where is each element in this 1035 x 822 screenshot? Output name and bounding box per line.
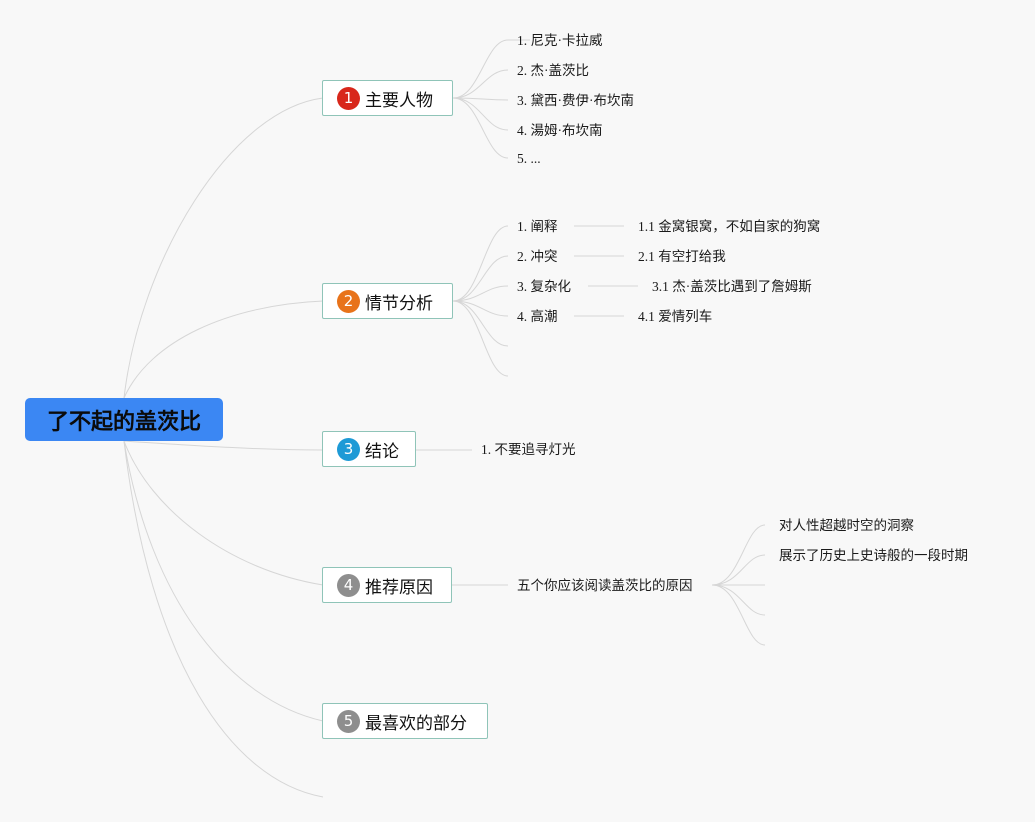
link-t2-p2 xyxy=(452,255,509,302)
plot-subitem[interactable]: 2.1 有空打给我 xyxy=(638,249,726,264)
link-root-topic-1 xyxy=(123,97,324,399)
plot-item[interactable]: 1. 阐释 xyxy=(517,219,558,234)
reason-item[interactable]: 展示了历史上史诗般的一段时期 xyxy=(779,548,968,564)
plot-subitem[interactable]: 4.1 爱情列车 xyxy=(638,309,713,324)
topic-label: 推荐原因 xyxy=(365,577,433,598)
plot-item[interactable]: 2. 冲突 xyxy=(517,249,558,264)
link-root-topic-6 xyxy=(123,440,324,798)
character-item[interactable]: 1. 尼克·卡拉威 xyxy=(517,33,603,48)
topic-reasons[interactable]: 4 推荐原因 xyxy=(322,567,452,603)
plot-item[interactable]: 4. 高潮 xyxy=(517,309,558,324)
link-t1-c2 xyxy=(452,69,509,99)
topic-label: 主要人物 xyxy=(365,90,433,111)
topic-main-characters[interactable]: 1 主要人物 xyxy=(322,80,453,116)
link-t2-p1 xyxy=(452,225,509,302)
character-item[interactable]: 2. 杰·盖茨比 xyxy=(517,63,589,78)
number-badge-icon: 2 xyxy=(337,289,360,313)
link-root-topic-4 xyxy=(123,440,324,586)
conclusion-item[interactable]: 1. 不要追寻灯光 xyxy=(481,442,576,457)
link-t2-p6 xyxy=(452,300,509,377)
number-badge-icon: 4 xyxy=(337,573,360,597)
link-r-i1 xyxy=(711,524,766,586)
plot-subitem[interactable]: 1.1 金窝银窝，不如自家的狗窝 xyxy=(638,219,821,234)
link-t1-c4 xyxy=(452,97,509,131)
link-t2-p4 xyxy=(452,300,509,317)
topic-label: 最喜欢的部分 xyxy=(365,713,467,734)
link-root-topic-2 xyxy=(123,300,324,399)
reason-item[interactable]: 对人性超越时空的洞察 xyxy=(779,518,914,534)
link-t1-c1 xyxy=(452,39,530,99)
link-t2-p3 xyxy=(452,285,509,302)
root-label: 了不起的盖茨比 xyxy=(46,409,201,435)
plot-item[interactable]: 3. 复杂化 xyxy=(517,279,571,294)
link-root-topic-5 xyxy=(123,440,324,722)
character-item[interactable]: 3. 黛西·费伊·布坎南 xyxy=(517,93,634,108)
plot-subitem[interactable]: 3.1 杰·盖茨比遇到了詹姆斯 xyxy=(652,279,812,294)
topic-conclusion[interactable]: 3 结论 xyxy=(322,431,416,467)
root-node[interactable]: 了不起的盖茨比 xyxy=(25,398,223,441)
link-root-topic-3 xyxy=(123,440,324,451)
character-item[interactable]: 4. 湯姆·布坎南 xyxy=(517,123,603,138)
topic-label: 情节分析 xyxy=(365,293,433,314)
character-item[interactable]: 5. ... xyxy=(517,151,541,166)
link-r-i5 xyxy=(711,584,766,646)
link-t1-c5 xyxy=(452,97,509,159)
topic-plot-analysis[interactable]: 2 情节分析 xyxy=(322,283,453,319)
link-t1-c3 xyxy=(452,97,509,101)
number-badge-icon: 3 xyxy=(337,437,360,461)
reasons-node[interactable]: 五个你应该阅读盖茨比的原因 xyxy=(517,578,693,594)
number-badge-icon: 5 xyxy=(337,709,360,733)
number-badge-icon: 1 xyxy=(337,86,360,110)
link-r-i4 xyxy=(711,584,766,616)
link-t2-p5 xyxy=(452,300,509,347)
topic-label: 结论 xyxy=(365,441,399,462)
link-r-i2 xyxy=(711,554,766,586)
topic-favorite-part[interactable]: 5 最喜欢的部分 xyxy=(322,703,488,739)
